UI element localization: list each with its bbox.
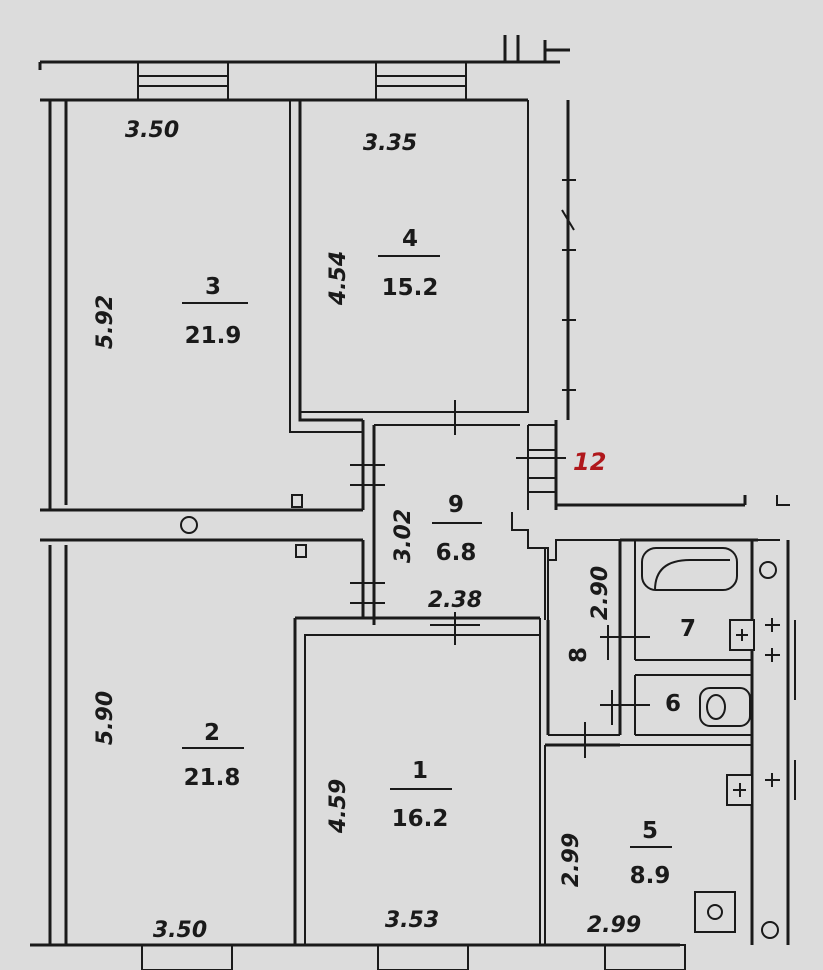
room-number-4: 4	[402, 226, 418, 252]
room-area-2: 21.8	[184, 765, 241, 791]
room-number-8: 8	[566, 647, 592, 663]
room-area-1: 16.2	[392, 806, 449, 832]
room-number-6: 6	[665, 691, 681, 717]
dim-room3-length: 5.92	[93, 295, 118, 349]
room-number-7: 7	[680, 616, 696, 642]
dim-room2-width: 3.50	[153, 918, 207, 943]
room-number-5: 5	[642, 818, 658, 844]
windows	[137, 61, 796, 970]
vent-icon	[759, 561, 777, 579]
room-number-9: 9	[448, 492, 464, 518]
marker-label: 12	[573, 448, 606, 476]
door-marks	[291, 179, 650, 758]
bathtub-icon	[641, 547, 738, 591]
room-labels: 3 21.9 4 15.2 9 6.8 2 21.8 1 16.2 5 8.9 …	[182, 226, 696, 889]
vent-icon	[761, 921, 779, 939]
dimension-labels: 3.50 3.35 5.92 4.54 3.02 2.38 2.90 5.90 …	[93, 118, 641, 943]
room-number-3: 3	[205, 274, 221, 300]
toilet-icon	[699, 687, 751, 727]
room-number-2: 2	[204, 720, 220, 746]
dim-room4-length: 4.54	[326, 251, 351, 306]
stove-icon	[694, 891, 736, 933]
walls	[30, 35, 790, 947]
dim-room5-width: 2.99	[587, 913, 641, 938]
room-area-5: 8.9	[630, 863, 671, 889]
dim-room5-length: 2.99	[559, 833, 584, 887]
dim-room2-length: 5.90	[93, 691, 118, 745]
room-number-1: 1	[412, 758, 428, 784]
dim-room4-width: 3.35	[363, 131, 417, 156]
dim-room3-width: 3.50	[125, 118, 179, 143]
room-area-3: 21.9	[185, 323, 242, 349]
dim-room1-length: 4.59	[326, 779, 351, 834]
dim-room9-width: 2.38	[428, 588, 482, 613]
room-area-9: 6.8	[436, 540, 477, 566]
dim-room8-length: 2.90	[588, 566, 613, 620]
dim-room9-length: 3.02	[391, 509, 416, 563]
room-area-4: 15.2	[382, 275, 439, 301]
fixtures	[180, 516, 780, 939]
vent-icon	[180, 516, 198, 534]
dim-room1-width: 3.53	[385, 908, 439, 933]
